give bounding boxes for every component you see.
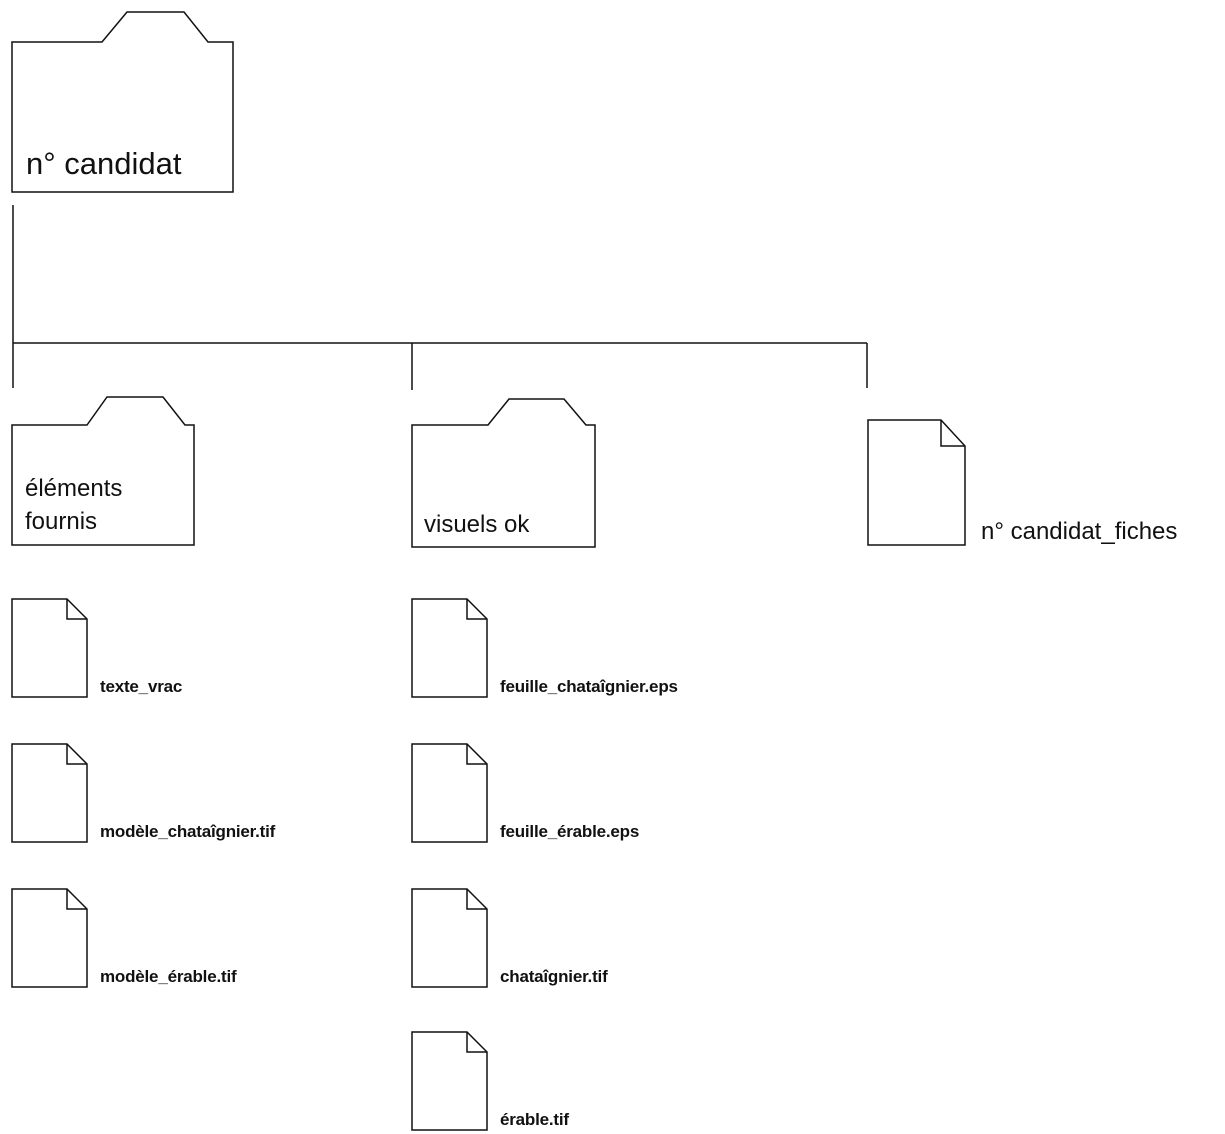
root-folder-label: n° candidat [26, 146, 182, 181]
folder-icon [11, 11, 234, 193]
file-icon [411, 1031, 488, 1131]
file-icon [11, 888, 88, 988]
file-icon [411, 598, 488, 698]
file-icon [11, 598, 88, 698]
folder-label-elements-fournis-line1: éléments [25, 475, 123, 502]
file-label-modele-chataignier: modèle_chataîgnier.tif [100, 822, 276, 841]
file-label-texte-vrac: texte_vrac [100, 677, 183, 696]
file-label-feuille-chataignier: feuille_chataîgnier.eps [500, 677, 678, 696]
file-label-feuille-erable: feuille_érable.eps [500, 822, 640, 841]
folder-label-visuels-ok: visuels ok [424, 511, 530, 538]
folder-icon [411, 398, 596, 548]
folder-icon [11, 396, 195, 546]
file-icon [411, 743, 488, 843]
file-icon [11, 743, 88, 843]
document-label: n° candidat_fiches [981, 518, 1178, 545]
folder-label-elements-fournis-line2: fournis [25, 508, 98, 535]
file-label-erable: érable.tif [500, 1110, 569, 1129]
file-label-modele-erable: modèle_érable.tif [100, 967, 237, 986]
file-icon [411, 888, 488, 988]
file-label-chataignier: chataîgnier.tif [500, 967, 608, 986]
document-icon [867, 419, 966, 546]
